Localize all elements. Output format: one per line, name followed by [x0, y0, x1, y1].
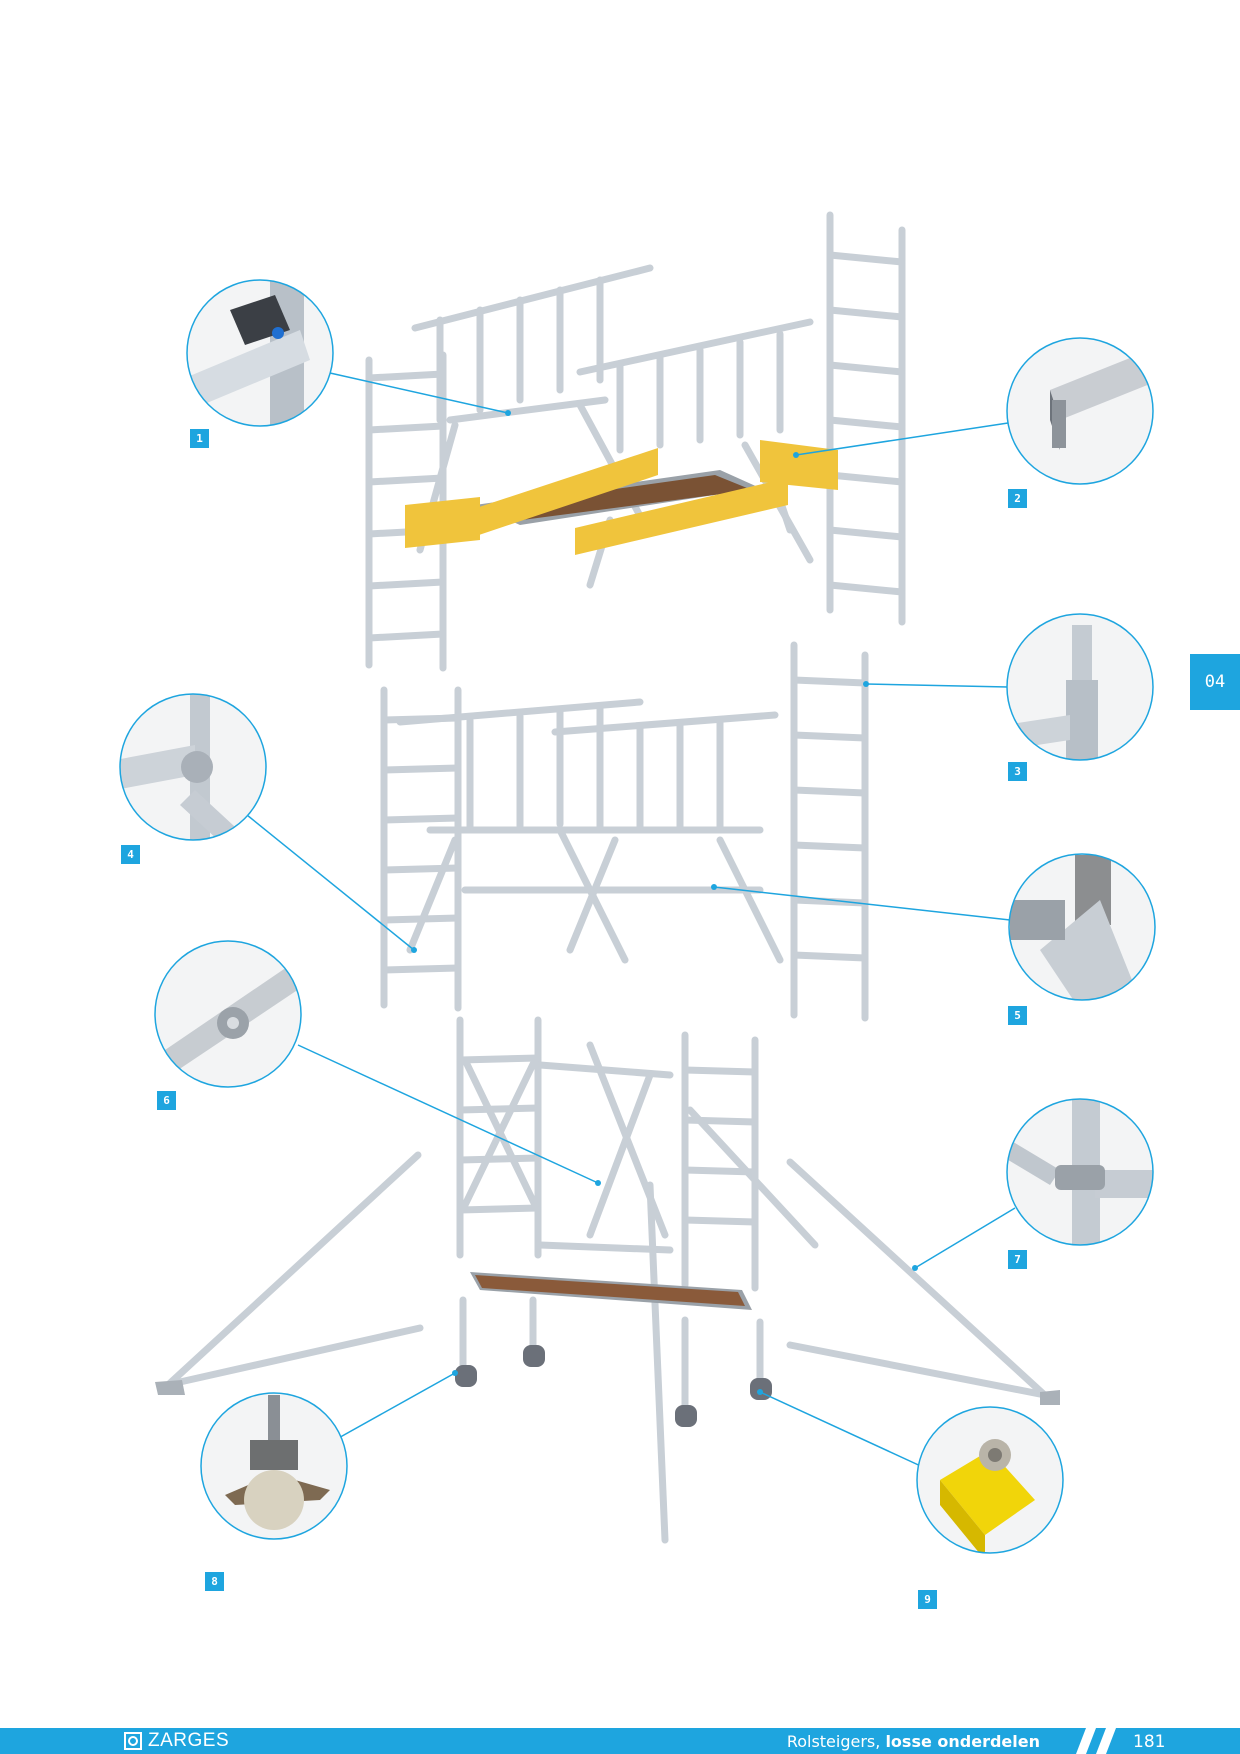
callout-2: 2: [1008, 489, 1027, 508]
callout-1: 1: [190, 429, 209, 448]
detail-9-ballast-block: [916, 1406, 1064, 1554]
detail-1-hook-clamp: [186, 279, 334, 427]
zarges-logo-icon: [124, 1732, 142, 1750]
footer-title-bold: losse onderdelen: [885, 1732, 1040, 1751]
brand-name: ZARGES: [148, 1730, 230, 1751]
callout-5: 5: [1008, 1006, 1027, 1025]
detail-3-spigot: [1006, 613, 1154, 761]
leader-lines: [246, 372, 1016, 1469]
callout-7: 7: [1008, 1250, 1027, 1269]
detail-2-toe-board-profile: [1006, 337, 1154, 485]
callout-3: 3: [1008, 762, 1027, 781]
chapter-tab: 04: [1190, 654, 1240, 710]
footer-title: Rolsteigers, losse onderdelen: [787, 1732, 1040, 1751]
callout-4: 4: [121, 845, 140, 864]
top-platform: [405, 440, 838, 555]
bottom-platform-and-castors: [155, 1272, 1060, 1427]
page-number: 181: [1133, 1732, 1166, 1752]
callout-9: 9: [918, 1590, 937, 1609]
detail-5-ribbed-clamp: [1008, 853, 1156, 1001]
callout-6: 6: [157, 1091, 176, 1110]
top-module: [365, 211, 906, 672]
detail-4-brace-joint: [119, 693, 267, 841]
leader-dots: [411, 410, 918, 1395]
detail-7-coupler: [1006, 1098, 1154, 1246]
detail-6-folding-hinge: [154, 940, 302, 1088]
double-slash-icon: [1076, 1728, 1116, 1754]
bottom-module: [164, 1016, 1054, 1544]
middle-module: [380, 641, 869, 1022]
brand-logo: ZARGES: [124, 1730, 230, 1751]
detail-8-castor: [200, 1392, 348, 1540]
footer-bar: ZARGES Rolsteigers, losse onderdelen 181: [0, 1728, 1240, 1754]
callout-8: 8: [205, 1572, 224, 1591]
footer-title-regular: Rolsteigers,: [786, 1732, 881, 1751]
